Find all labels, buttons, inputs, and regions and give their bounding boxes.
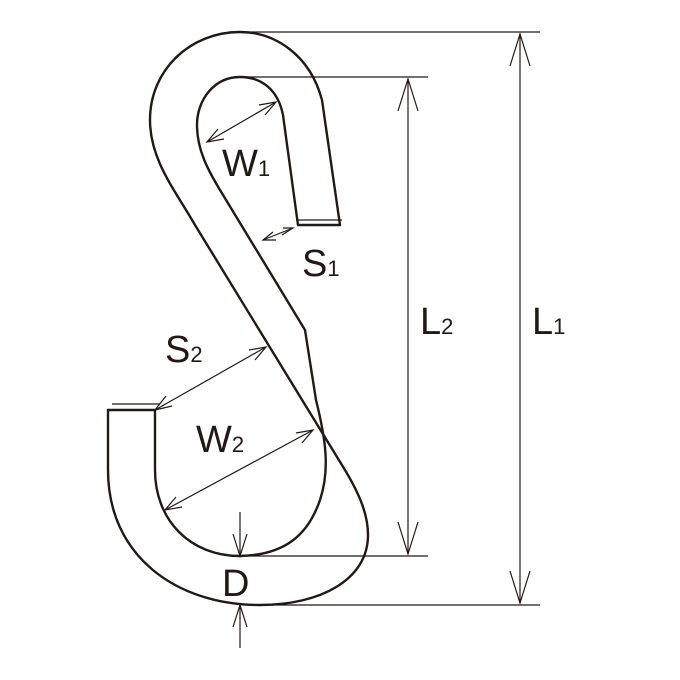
w1-arrowhead-upper (258, 101, 278, 116)
hook-outer-contour (106, 30, 370, 607)
w2-dimension-line (164, 429, 314, 511)
w2-arrowhead-left (163, 496, 183, 511)
s1-label: S1 (302, 243, 340, 285)
d-bottom-arrowhead (232, 603, 248, 628)
s1-arrowhead-right (281, 227, 296, 236)
s2-arrowhead-left (153, 395, 173, 411)
s1-arrowhead-left (261, 231, 276, 241)
s1-dimension-line (262, 227, 294, 241)
s2-label: S2 (165, 329, 203, 371)
w2-label: W2 (196, 419, 244, 461)
w1-arrowhead-lower (205, 128, 225, 143)
w2-arrowhead-right (295, 429, 315, 444)
w1-label: W1 (222, 143, 270, 185)
d-top-arrowhead (232, 533, 248, 558)
hook-inner-contour (153, 75, 327, 558)
l1-label: L1 (532, 301, 565, 343)
s2-arrowhead-right (248, 346, 268, 361)
d-label: D (222, 563, 249, 605)
l2-label: L2 (420, 301, 453, 343)
l2-bottom-arrowhead (397, 521, 419, 557)
l1-top-arrowhead (509, 31, 531, 67)
s2-dimension-line (154, 346, 267, 411)
w1-dimension-line (206, 101, 277, 143)
l1-bottom-arrowhead (509, 570, 531, 606)
l2-top-arrowhead (397, 76, 419, 112)
